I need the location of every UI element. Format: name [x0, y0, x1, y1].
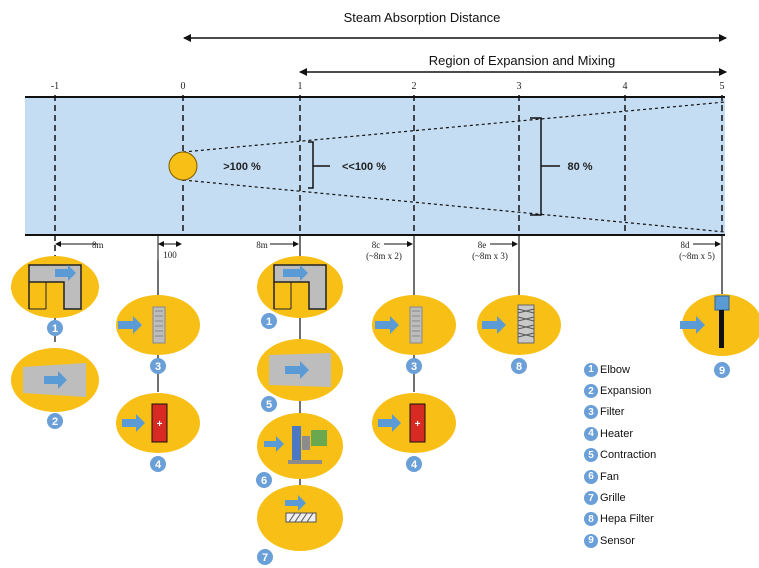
plume-lower-edge: [182, 179, 726, 233]
bracket-2: [530, 117, 560, 216]
legend-label: Elbow: [600, 363, 630, 376]
badge-elbow-center: 1: [266, 316, 272, 328]
legend-label: Fan: [600, 470, 619, 483]
bracket-1: [308, 141, 330, 189]
legend-number: 9: [584, 533, 598, 548]
legend-number: 7: [584, 491, 598, 506]
dim-label-0: 100: [163, 250, 177, 260]
badge-circle-heater-right: [406, 456, 422, 472]
legend-label: Filter: [600, 406, 625, 419]
badge-filter-right: 3: [411, 361, 417, 373]
percent-over-label: >100 %: [223, 161, 261, 173]
dim-label-2-bottom: (~8m x 2): [366, 251, 402, 261]
legend-number: 6: [584, 469, 598, 484]
badge-fan: 6: [261, 475, 267, 487]
region-label: Region of Expansion and Mixing: [429, 53, 615, 68]
tick-label-2: 2: [412, 81, 417, 92]
badge-heater-left: 4: [155, 459, 162, 471]
elbow-bubble-center: [257, 256, 343, 318]
tick-label-0: 0: [181, 81, 186, 92]
badge-circle-filter-right: [406, 358, 422, 374]
dim-label-5-bottom: (~8m x 5): [679, 251, 715, 261]
badge-heater-right: 4: [411, 459, 418, 471]
plume-upper-edge: [182, 101, 726, 153]
legend-label: Expansion: [600, 385, 652, 398]
elbow-bubble-left: [11, 256, 99, 318]
badge-circle-contraction: [261, 396, 277, 412]
badge-circle-fan: [256, 472, 272, 488]
percent-under-label: <<100 %: [342, 161, 386, 173]
badge-expansion: 2: [52, 416, 58, 428]
expansion-bubble: [11, 348, 99, 412]
svg-text:+: +: [415, 419, 421, 430]
legend-number: 1: [584, 362, 598, 377]
badge-circle-elbow-center: [261, 313, 277, 329]
filter-bubble-right: [372, 295, 456, 355]
hepa-filter-bubble: [477, 295, 561, 355]
legend-number: 2: [584, 384, 598, 399]
dim-label-2-top: 8c: [372, 240, 381, 250]
svg-text:+: +: [157, 419, 163, 430]
dim-label-neg1: 8m: [92, 240, 104, 250]
badge-circle-sensor: [714, 362, 730, 378]
legend-number: 8: [584, 512, 598, 527]
legend-number: 5: [584, 448, 598, 463]
steam-absorption-label: Steam Absorption Distance: [344, 10, 501, 25]
grille-bubble: [257, 485, 343, 551]
percent-80-label: 80 %: [567, 161, 592, 173]
tick-label-4: 4: [623, 81, 628, 92]
tick-label-3: 3: [517, 81, 522, 92]
badge-filter-left: 3: [155, 361, 161, 373]
legend-number: 3: [584, 405, 598, 420]
fan-bubble: [257, 413, 343, 479]
badge-elbow-left: 1: [52, 323, 58, 335]
legend-label: Heater: [600, 427, 634, 440]
heater-bubble-right: +: [372, 393, 456, 453]
legend-number: 4: [584, 426, 598, 441]
legend-label: Contraction: [600, 449, 657, 462]
heater-bubble-left: +: [116, 393, 200, 453]
badge-circle-filter-left: [150, 358, 166, 374]
badge-contraction: 5: [266, 399, 272, 411]
duct: [25, 97, 725, 235]
contraction-bubble: [257, 339, 343, 401]
badge-grille: 7: [262, 552, 268, 564]
steam-nozzle: [168, 151, 198, 181]
badge-circle-hepa: [511, 358, 527, 374]
dim-label-5-top: 8d: [681, 240, 691, 250]
badge-hepa: 8: [516, 361, 522, 373]
legend-label: Grille: [600, 492, 626, 505]
tick-label-neg1: -1: [51, 81, 59, 92]
tick-label-1: 1: [298, 81, 303, 92]
legend-label: Sensor: [600, 534, 635, 547]
dim-label-3-top: 8e: [478, 240, 487, 250]
filter-bubble-left: [116, 295, 200, 355]
legend-label: Hepa Filter: [600, 513, 654, 526]
badge-circle-grille: [257, 549, 273, 565]
badge-sensor: 9: [719, 365, 725, 377]
tick-label-5: 5: [720, 81, 725, 92]
badge-circle-heater-left: [150, 456, 166, 472]
dim-label-1: 8m: [256, 240, 268, 250]
badge-circle-expansion: [47, 413, 63, 429]
badge-circle-elbow-left: [47, 320, 63, 336]
dim-label-3-bottom: (~8m x 3): [472, 251, 508, 261]
sensor-bubble: [680, 294, 759, 356]
